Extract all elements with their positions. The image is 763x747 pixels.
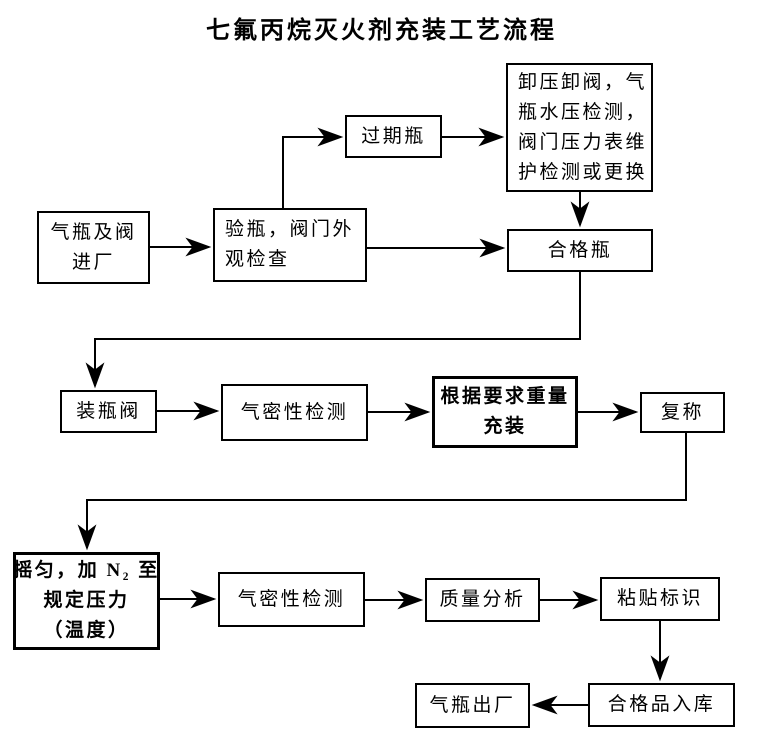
node-depressurize-service: 卸压卸阀，气 瓶水压检测， 阀门压力表维 护检测或更换: [506, 63, 653, 192]
node-airtight-test-2: 气密性检测: [218, 572, 365, 627]
node-label-line: 护检测或更换: [518, 161, 648, 183]
node-airtight-test-1: 气密性检测: [221, 384, 368, 441]
node-label: 合格品入库: [607, 694, 716, 715]
node-label-line: 规定压力: [43, 590, 130, 611]
node-qualified-into-storage: 合格品入库: [588, 683, 735, 727]
node-expired-bottle: 过期瓶: [345, 115, 442, 158]
node-label-line: （温度）: [43, 620, 130, 641]
node-label: 气瓶出厂: [429, 694, 516, 716]
node-label-line: 验瓶，阀门外: [225, 219, 355, 240]
arrow-qualified-to-install: [85, 272, 581, 389]
node-label-line: 摇匀，加 N₂ 至: [13, 560, 160, 581]
node-cylinder-leave-factory: 气瓶出厂: [415, 683, 530, 728]
node-reweigh: 复称: [640, 392, 725, 433]
node-label-line: 阀门压力表维: [518, 131, 648, 153]
node-install-bottle-valve: 装瓶阀: [60, 390, 157, 433]
node-label-line: 观检查: [225, 249, 290, 270]
node-label-line: 根据要求重量: [440, 386, 570, 407]
node-label: 合格瓶: [547, 239, 613, 261]
node-fill-by-weight: 根据要求重量 充装: [432, 376, 578, 448]
node-cylinder-valve-in: 气瓶及阀 进厂: [37, 211, 150, 284]
node-shake-add-n2: 摇匀，加 N₂ 至 规定压力 （温度）: [13, 552, 160, 650]
node-label: 过期瓶: [361, 125, 426, 147]
node-label: 气密性检测: [240, 401, 349, 423]
node-label-line: 瓶水压检测，: [518, 101, 648, 123]
node-label-line: 进厂: [71, 251, 115, 273]
node-label-line: 气瓶及阀: [50, 221, 137, 243]
arrow-inspect-to-expired: [282, 127, 344, 208]
page-title: 七氟丙烷灭火剂充装工艺流程: [206, 18, 557, 44]
node-qualified-bottle: 合格瓶: [507, 229, 653, 272]
node-label: 质量分析: [439, 589, 526, 610]
node-label-line: 充装: [483, 416, 527, 437]
node-apply-label: 粘贴标识: [600, 577, 720, 621]
node-quality-analysis: 质量分析: [425, 578, 540, 622]
node-inspect-bottle: 验瓶，阀门外 观检查: [213, 208, 367, 282]
node-label: 气密性检测: [237, 588, 346, 610]
arrow-reweigh-to-shake: [77, 433, 687, 551]
node-label-line: 卸压卸阀，气: [518, 71, 648, 93]
node-label: 装瓶阀: [76, 400, 141, 422]
node-label: 粘贴标识: [616, 588, 703, 609]
node-label: 复称: [660, 401, 704, 423]
